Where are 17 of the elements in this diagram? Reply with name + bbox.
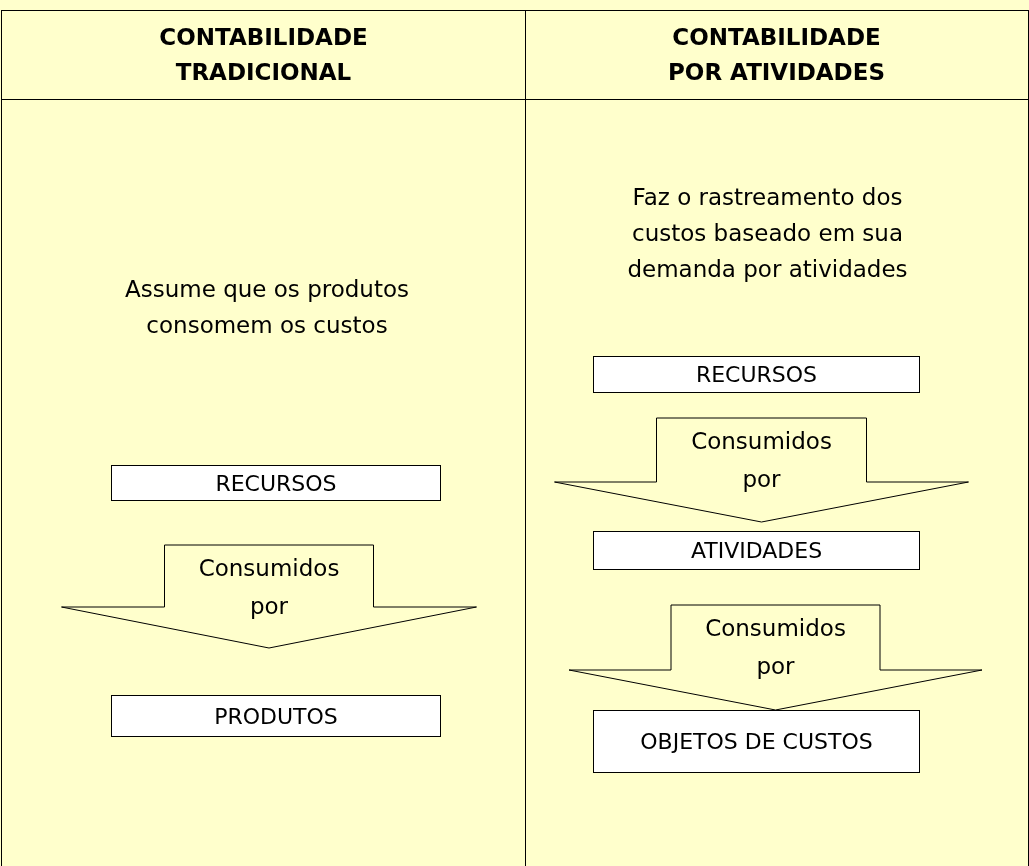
table-column: [1, 10, 526, 866]
column-header: CONTABILIDADE TRADICIONAL: [2, 11, 525, 100]
table-column: [525, 10, 1029, 866]
block-arrow: [568, 604, 983, 711]
description-text: Faz o rastreamento dos custos baseado em sua demanda por atividades: [626, 183, 909, 284]
edge-label: Consumidos por: [704, 614, 847, 681]
process-box: ATIVIDADES: [593, 531, 920, 570]
process-box: RECURSOS: [111, 465, 441, 501]
process-box: PRODUTOS: [111, 695, 441, 737]
process-box: RECURSOS: [593, 356, 920, 393]
block-arrow: [61, 544, 477, 649]
edge-label: Consumidos por: [197, 554, 341, 621]
block-arrow: [554, 417, 969, 523]
column-header: CONTABILIDADE POR ATIVIDADES: [525, 11, 1028, 100]
process-box: OBJETOS DE CUSTOS: [593, 710, 920, 773]
edge-label: Consumidos por: [690, 427, 833, 494]
description-text: Assume que os produtos consomem os custos: [124, 275, 410, 340]
